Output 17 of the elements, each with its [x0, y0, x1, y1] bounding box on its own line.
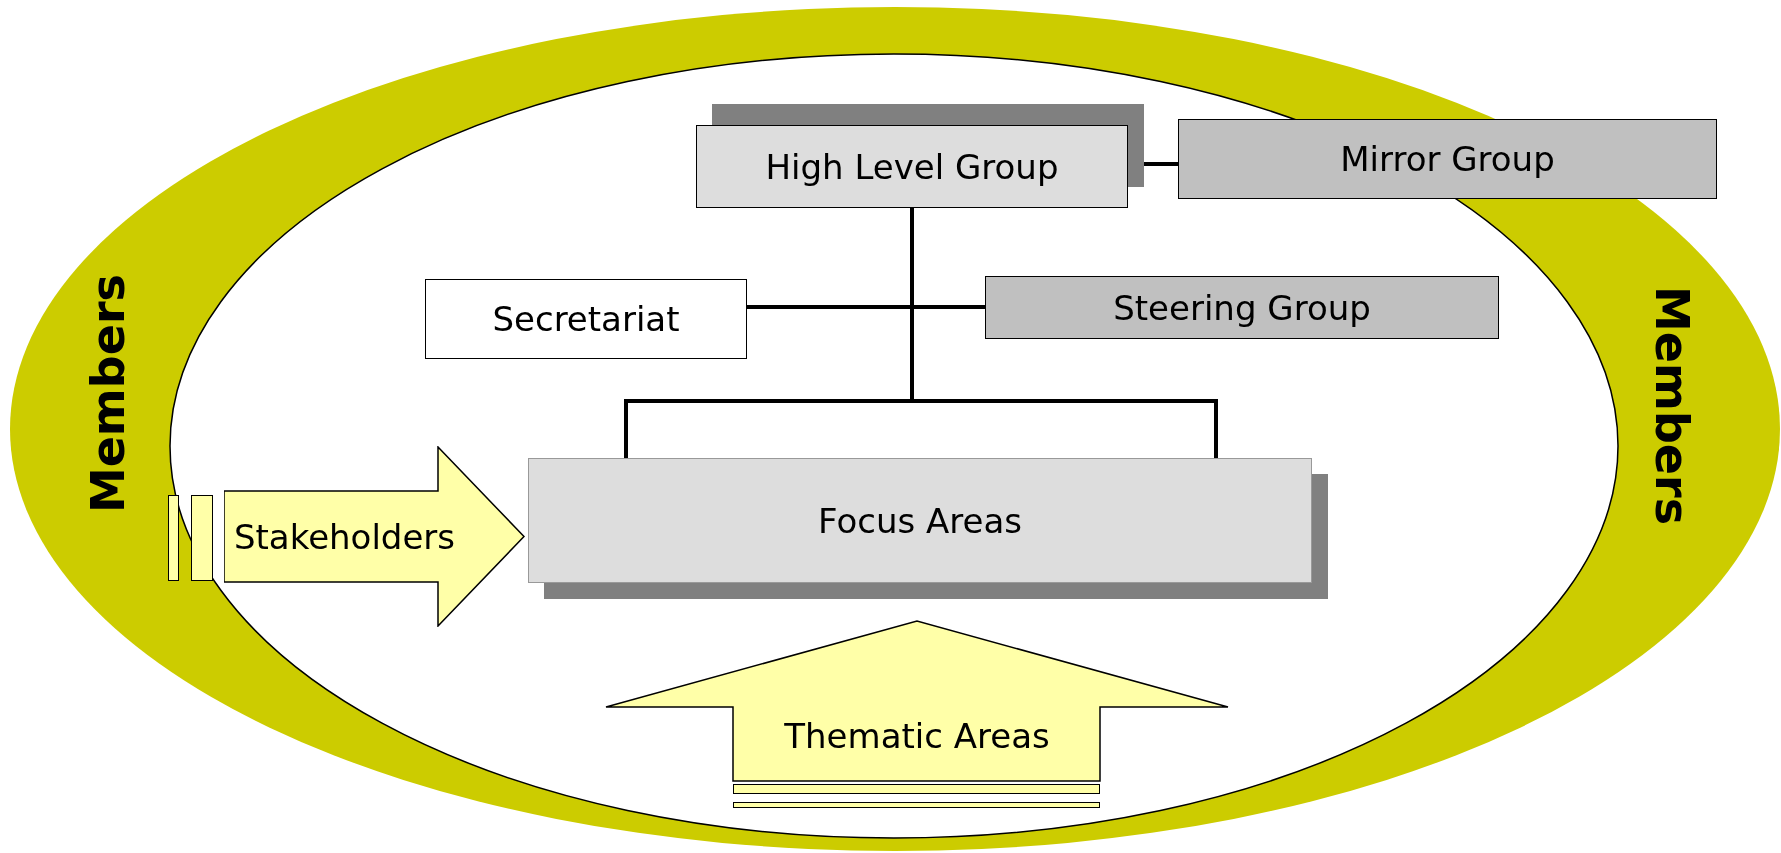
block-arrow [605, 620, 1229, 782]
box-label: Secretariat [492, 299, 680, 339]
org-box [425, 279, 747, 359]
members-ring [9, 6, 1781, 852]
connector-line [747, 305, 985, 309]
box-label: Focus Areas [818, 500, 1022, 541]
block-arrow [224, 446, 525, 627]
arrow-label: Stakeholders [233, 516, 456, 557]
ring-label: Members [81, 274, 135, 514]
org-box [1178, 119, 1717, 199]
ring-label: Members [1645, 286, 1699, 526]
box-label: High Level Group [765, 146, 1059, 187]
org-box [985, 276, 1499, 339]
box-label: Steering Group [1113, 287, 1371, 328]
box-label: Mirror Group [1340, 139, 1555, 179]
connector-line [624, 206, 1218, 460]
arrow-label: Thematic Areas [784, 716, 1050, 756]
